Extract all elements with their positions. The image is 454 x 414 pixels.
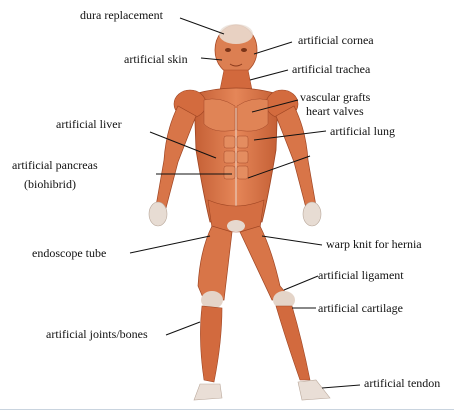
label-artificial-pancreas: artificial pancreas [12,158,98,172]
torso [174,88,298,232]
label-artificial-cornea: artificial cornea [298,33,374,47]
label-artificial-liver: artificial liver [56,117,122,131]
bottom-divider [0,409,454,410]
leader-dura [180,18,224,34]
head [215,24,257,75]
label-artificial-trachea: artificial trachea [292,62,370,76]
right-leg [240,226,330,400]
label-artificial-tendon: artificial tendon [364,376,440,390]
leader-tendon [322,385,360,388]
label-warp-knit: warp knit for hernia [326,237,422,251]
left-leg [194,226,232,400]
label-heart-valves: heart valves [306,104,364,118]
label-artificial-lung: artificial lung [330,124,395,138]
label-endoscope-tube: endoscope tube [32,246,106,260]
label-dura-replacement: dura replacement [80,8,163,22]
label-vascular-grafts: vascular grafts [300,90,370,104]
label-biohybrid: (biohibrid) [24,177,76,191]
label-artificial-joints: artificial joints/bones [46,327,148,341]
leader-cornea [254,42,292,54]
leader-ligament [284,276,318,290]
leader-trachea [250,70,288,80]
leader-warp [262,236,322,245]
neck [220,70,252,90]
label-artificial-skin: artificial skin [124,52,188,66]
label-artificial-ligament: artificial ligament [318,268,404,282]
leader-endoscope [130,236,210,253]
label-artificial-cartilage: artificial cartilage [318,301,403,315]
left-arm [149,106,196,226]
leader-joints [166,322,200,335]
